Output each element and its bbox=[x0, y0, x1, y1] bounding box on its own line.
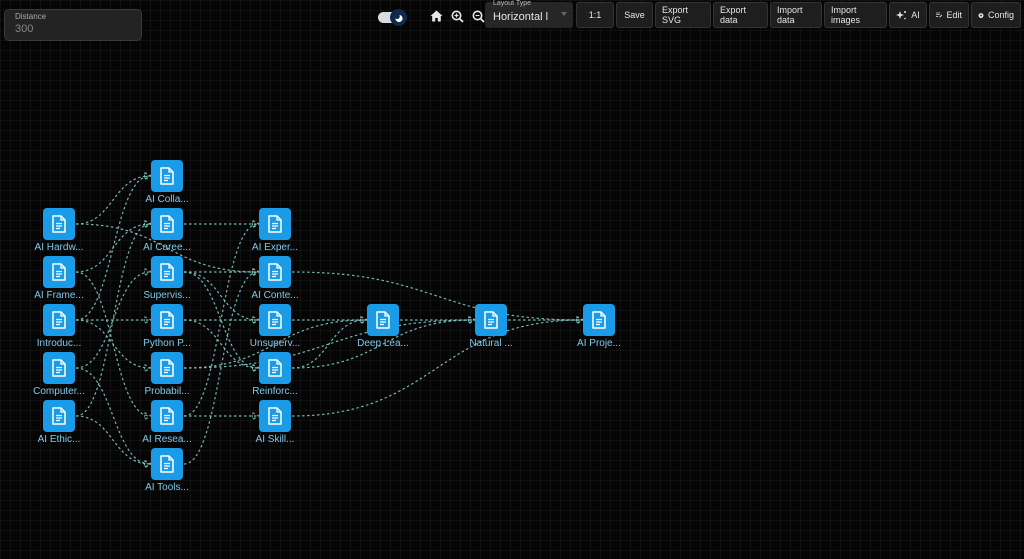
node-label: Introduc... bbox=[36, 338, 82, 349]
node-label: AI Skill... bbox=[255, 434, 295, 445]
zoom-out-icon[interactable] bbox=[471, 9, 485, 23]
graph-node[interactable] bbox=[151, 208, 183, 240]
config-button[interactable]: Config bbox=[971, 2, 1021, 28]
node-label: AI Ethic... bbox=[37, 434, 81, 445]
toggle-track bbox=[378, 12, 400, 23]
document-icon bbox=[268, 359, 282, 377]
node-label: Computer... bbox=[33, 386, 85, 397]
toolbar: Layout Type Horizontal l 1:1 Save Export… bbox=[485, 0, 1021, 28]
document-icon bbox=[52, 263, 66, 281]
ai-button-label: AI bbox=[911, 10, 920, 20]
chevron-down-icon bbox=[561, 12, 567, 16]
graph-node[interactable] bbox=[151, 304, 183, 336]
document-icon bbox=[160, 167, 174, 185]
document-icon bbox=[160, 407, 174, 425]
node-label: Unsuperv... bbox=[249, 338, 301, 349]
graph-node[interactable] bbox=[151, 256, 183, 288]
ai-button[interactable]: AI bbox=[889, 2, 927, 28]
node-label: Supervis... bbox=[143, 290, 191, 301]
node-label: AI Resea... bbox=[142, 434, 192, 445]
graph-node[interactable] bbox=[43, 304, 75, 336]
moon-icon bbox=[390, 9, 407, 26]
document-icon bbox=[268, 263, 282, 281]
document-icon bbox=[160, 455, 174, 473]
export-svg-button[interactable]: Export SVG bbox=[655, 2, 711, 28]
graph-node[interactable] bbox=[151, 160, 183, 192]
node-label: Deep Lea... bbox=[357, 338, 409, 349]
graph-node[interactable] bbox=[151, 400, 183, 432]
document-icon bbox=[160, 311, 174, 329]
fit-one-to-one-button[interactable]: 1:1 bbox=[576, 2, 614, 28]
node-label: Probabil... bbox=[144, 386, 190, 397]
distance-label: Distance bbox=[15, 12, 47, 21]
node-label: AI Tools... bbox=[145, 482, 189, 493]
node-label: AI Frame... bbox=[34, 290, 84, 301]
export-data-button[interactable]: Export data bbox=[713, 2, 768, 28]
document-icon bbox=[160, 359, 174, 377]
node-label: AI Exper... bbox=[251, 242, 299, 253]
graph-node[interactable] bbox=[151, 352, 183, 384]
document-icon bbox=[268, 311, 282, 329]
graph-node[interactable] bbox=[583, 304, 615, 336]
import-data-button[interactable]: Import data bbox=[770, 2, 822, 28]
graph-node[interactable] bbox=[259, 400, 291, 432]
document-icon bbox=[52, 359, 66, 377]
node-label: Natural ... bbox=[469, 338, 513, 349]
graph-node[interactable] bbox=[43, 352, 75, 384]
graph-node[interactable] bbox=[151, 448, 183, 480]
graph-node[interactable] bbox=[43, 208, 75, 240]
graph-node[interactable] bbox=[43, 256, 75, 288]
distance-value[interactable]: 300 bbox=[15, 23, 34, 35]
edit-button-label: Edit bbox=[946, 10, 962, 20]
graph-node[interactable] bbox=[259, 352, 291, 384]
graph-node[interactable] bbox=[475, 304, 507, 336]
graph-node[interactable] bbox=[367, 304, 399, 336]
document-icon bbox=[52, 407, 66, 425]
node-label: Reinforc... bbox=[252, 386, 298, 397]
document-icon bbox=[268, 407, 282, 425]
node-label: AI Caree... bbox=[143, 242, 191, 253]
edit-list-icon bbox=[936, 12, 943, 18]
sparkle-icon bbox=[896, 10, 907, 19]
node-label: Python P... bbox=[143, 338, 191, 349]
layout-type-label: Layout Type bbox=[493, 0, 532, 7]
node-label: AI Conte... bbox=[251, 290, 299, 301]
document-icon bbox=[268, 215, 282, 233]
document-icon bbox=[160, 215, 174, 233]
document-icon bbox=[592, 311, 606, 329]
theme-toggle[interactable] bbox=[378, 9, 408, 26]
document-icon bbox=[52, 311, 66, 329]
gear-icon bbox=[978, 12, 984, 18]
document-icon bbox=[160, 263, 174, 281]
node-label: AI Proje... bbox=[577, 338, 621, 349]
home-icon[interactable] bbox=[429, 9, 443, 23]
graph-node[interactable] bbox=[259, 256, 291, 288]
document-icon bbox=[52, 215, 66, 233]
node-label: AI Colla... bbox=[145, 194, 189, 205]
layout-type-value: Horizontal l bbox=[493, 11, 549, 23]
graph-node[interactable] bbox=[43, 400, 75, 432]
edit-button[interactable]: Edit bbox=[929, 2, 969, 28]
config-button-label: Config bbox=[987, 10, 1014, 20]
graph-node[interactable] bbox=[259, 304, 291, 336]
document-icon bbox=[484, 311, 498, 329]
layout-type-select[interactable]: Layout Type Horizontal l bbox=[485, 0, 573, 28]
graph-node[interactable] bbox=[259, 208, 291, 240]
zoom-in-icon[interactable] bbox=[450, 9, 464, 23]
distance-input[interactable]: Distance 300 bbox=[4, 9, 142, 41]
node-label: AI Hardw... bbox=[34, 242, 84, 253]
import-images-button[interactable]: Import images bbox=[824, 2, 887, 28]
document-icon bbox=[376, 311, 390, 329]
save-button[interactable]: Save bbox=[616, 2, 653, 28]
